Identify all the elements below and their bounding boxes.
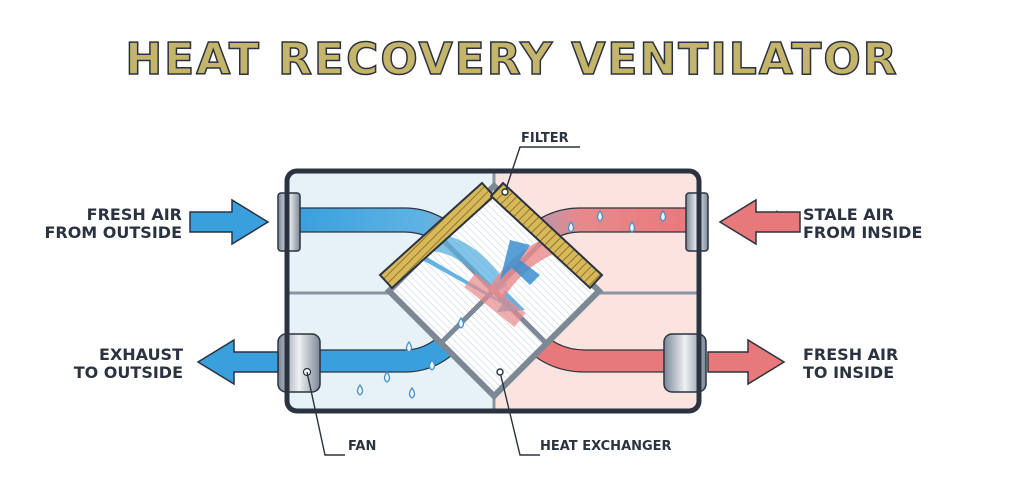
exchanger-leader	[499, 371, 540, 456]
droplet-icon	[405, 340, 413, 353]
droplet-icon	[383, 370, 391, 383]
droplet-icon	[567, 220, 575, 233]
arrow-exhaust-icon	[196, 338, 279, 386]
fan-right	[663, 333, 707, 393]
droplet-icon	[628, 220, 636, 233]
label-heat-exchanger: HEAT EXCHANGER	[540, 439, 672, 454]
fan-left	[277, 333, 321, 393]
droplet-icon	[457, 316, 465, 329]
housing-outline	[284, 168, 702, 414]
filter-right	[489, 181, 604, 290]
external-arrows	[189, 198, 801, 386]
label-exhaust-to-outside: EXHAUST TO OUTSIDE	[73, 345, 183, 382]
fan-leader	[306, 371, 345, 456]
leader-lines	[306, 146, 580, 456]
droplet-icon	[659, 209, 667, 222]
droplet-icon	[356, 383, 364, 396]
label-filter: FILTER	[521, 131, 569, 146]
droplet-icon	[408, 386, 416, 399]
label-fresh-air-to-inside: FRESH AIR TO INSIDE	[803, 345, 899, 382]
droplet-icon	[428, 358, 436, 371]
label-fan: FAN	[348, 439, 377, 454]
label-fresh-air-from-outside: FRESH AIR FROM OUTSIDE	[44, 205, 182, 242]
filters	[378, 181, 604, 290]
diagram-title: HEAT RECOVERY VENTILATOR	[125, 33, 899, 86]
arrow-supply-icon	[707, 338, 786, 386]
arrow-stale-in-icon	[718, 198, 801, 246]
filter-leader	[504, 146, 580, 193]
droplet-icon	[596, 209, 604, 222]
arrow-fresh-in-icon	[189, 198, 270, 246]
label-stale-air-from-inside: STALE AIR FROM INSIDE	[803, 205, 923, 242]
